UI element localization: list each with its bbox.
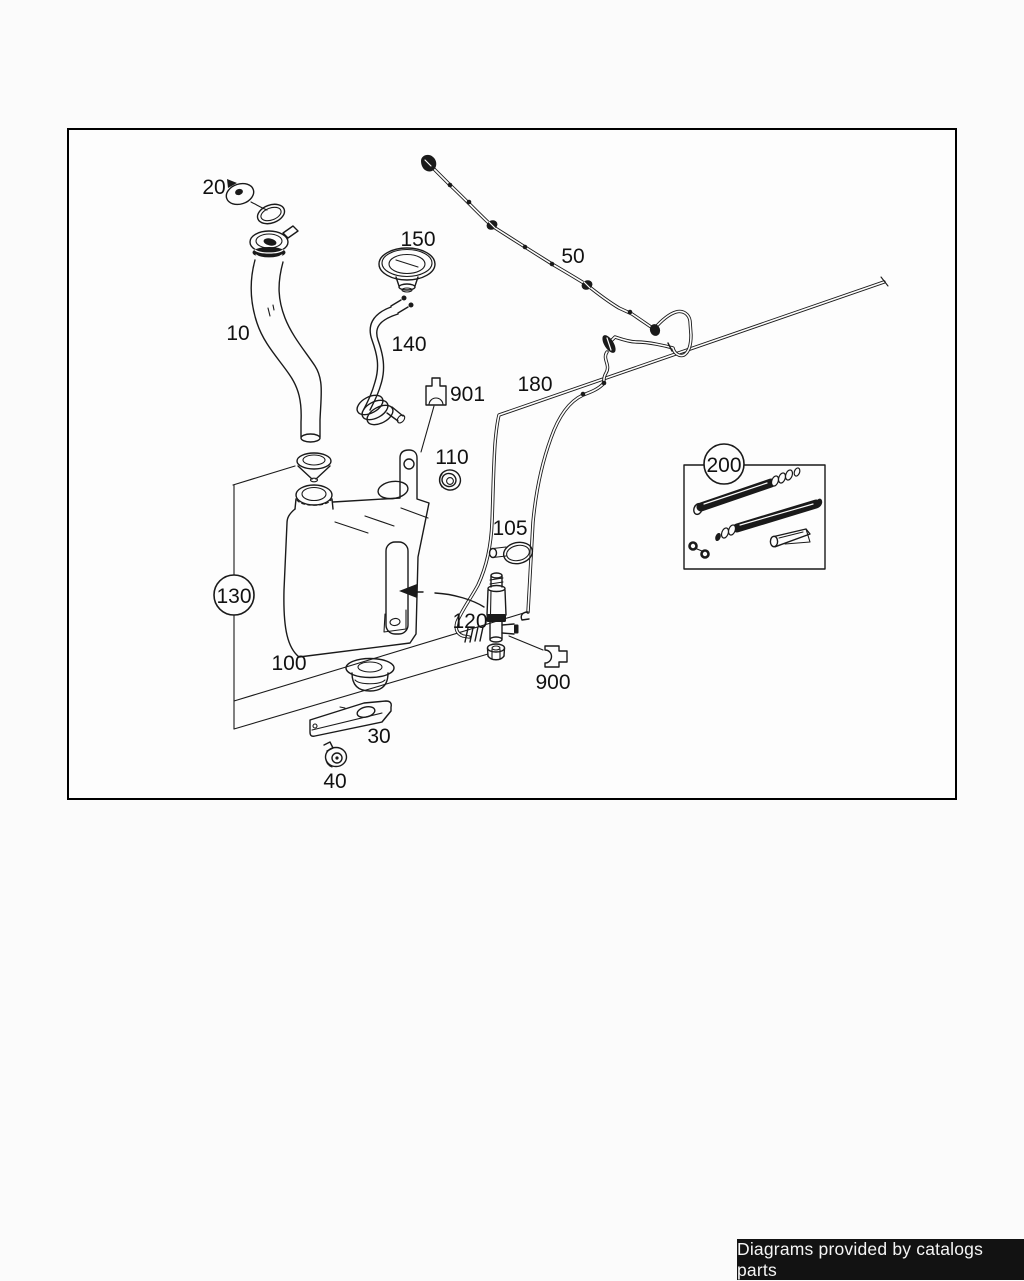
strainer-funnel-150 — [378, 247, 436, 293]
install-direction-arrow — [399, 584, 485, 608]
pump-outlet-tip — [514, 624, 519, 634]
washer-pump-120 — [486, 572, 519, 643]
hose-clamp-105 — [488, 541, 534, 565]
kit-sealant-tube — [769, 528, 811, 548]
mount-nut — [486, 643, 506, 661]
callout-20-label: 20 — [202, 176, 225, 199]
hose-clip-dots — [447, 182, 633, 397]
twin-pipes-140 — [356, 295, 414, 426]
leader-line — [420, 405, 435, 453]
hose-rib-marks — [464, 626, 484, 643]
callout-10-label: 10 — [226, 322, 249, 345]
attribution-bar: Diagrams provided by catalogs parts — [737, 1239, 1024, 1280]
pump-supply-hose-180 — [454, 276, 889, 643]
callout-180-label: 180 — [517, 373, 552, 396]
hose-end-hook — [520, 611, 530, 621]
callout-130-label: 130 — [216, 585, 251, 608]
pointer-arrow-icon — [227, 179, 237, 188]
kit-clips — [688, 541, 710, 559]
callout-130: 130 — [213, 574, 255, 616]
grommet-110 — [438, 469, 462, 491]
filler-cap — [249, 225, 299, 259]
mount-tab-hole — [403, 458, 415, 470]
callout-120-label: 120 — [452, 610, 487, 633]
top-recess — [377, 480, 409, 500]
leader-line — [508, 635, 544, 651]
pump-seal-band — [486, 614, 506, 622]
washer-reservoir-100 — [283, 449, 430, 658]
nozzle-hose-50 — [421, 154, 693, 621]
hose-retaining-clips — [486, 220, 673, 352]
callout-labels: 20 10 150 140 901 50 180 110 105 120 900… — [202, 176, 584, 793]
kit-hose-lower — [715, 498, 823, 542]
callout-110-label: 110 — [435, 446, 468, 469]
callout-50-label: 50 — [561, 245, 584, 268]
callout-30-label: 30 — [367, 725, 390, 748]
kit-box — [683, 464, 826, 570]
attribution-text: Diagrams provided by catalogs parts — [737, 1238, 984, 1280]
screw-40 — [323, 741, 348, 768]
inlet-seal — [296, 452, 332, 483]
callout-40-label: 40 — [323, 770, 346, 793]
cap-tether-20 — [225, 179, 286, 225]
callout-100-label: 100 — [271, 652, 306, 675]
kit-hose-upper — [693, 467, 801, 516]
repair-kit-200: 200 — [683, 443, 826, 570]
filler-neck-10 — [250, 259, 322, 443]
callout-140-label: 140 — [391, 333, 426, 356]
parts-diagram-frame: 130 — [67, 128, 957, 800]
bracket-30 — [309, 700, 392, 737]
callout-105-label: 105 — [492, 517, 527, 540]
callout-150-label: 150 — [400, 228, 435, 251]
callout-900-label: 900 — [535, 671, 570, 694]
callout-200-label: 200 — [706, 454, 741, 477]
callout-901-label: 901 — [450, 383, 485, 406]
washer-system-diagram: 130 — [202, 154, 889, 793]
side-channel — [385, 541, 409, 635]
plug-900 — [508, 635, 568, 668]
connector-901 — [420, 377, 447, 453]
tank-grommet — [345, 657, 395, 692]
